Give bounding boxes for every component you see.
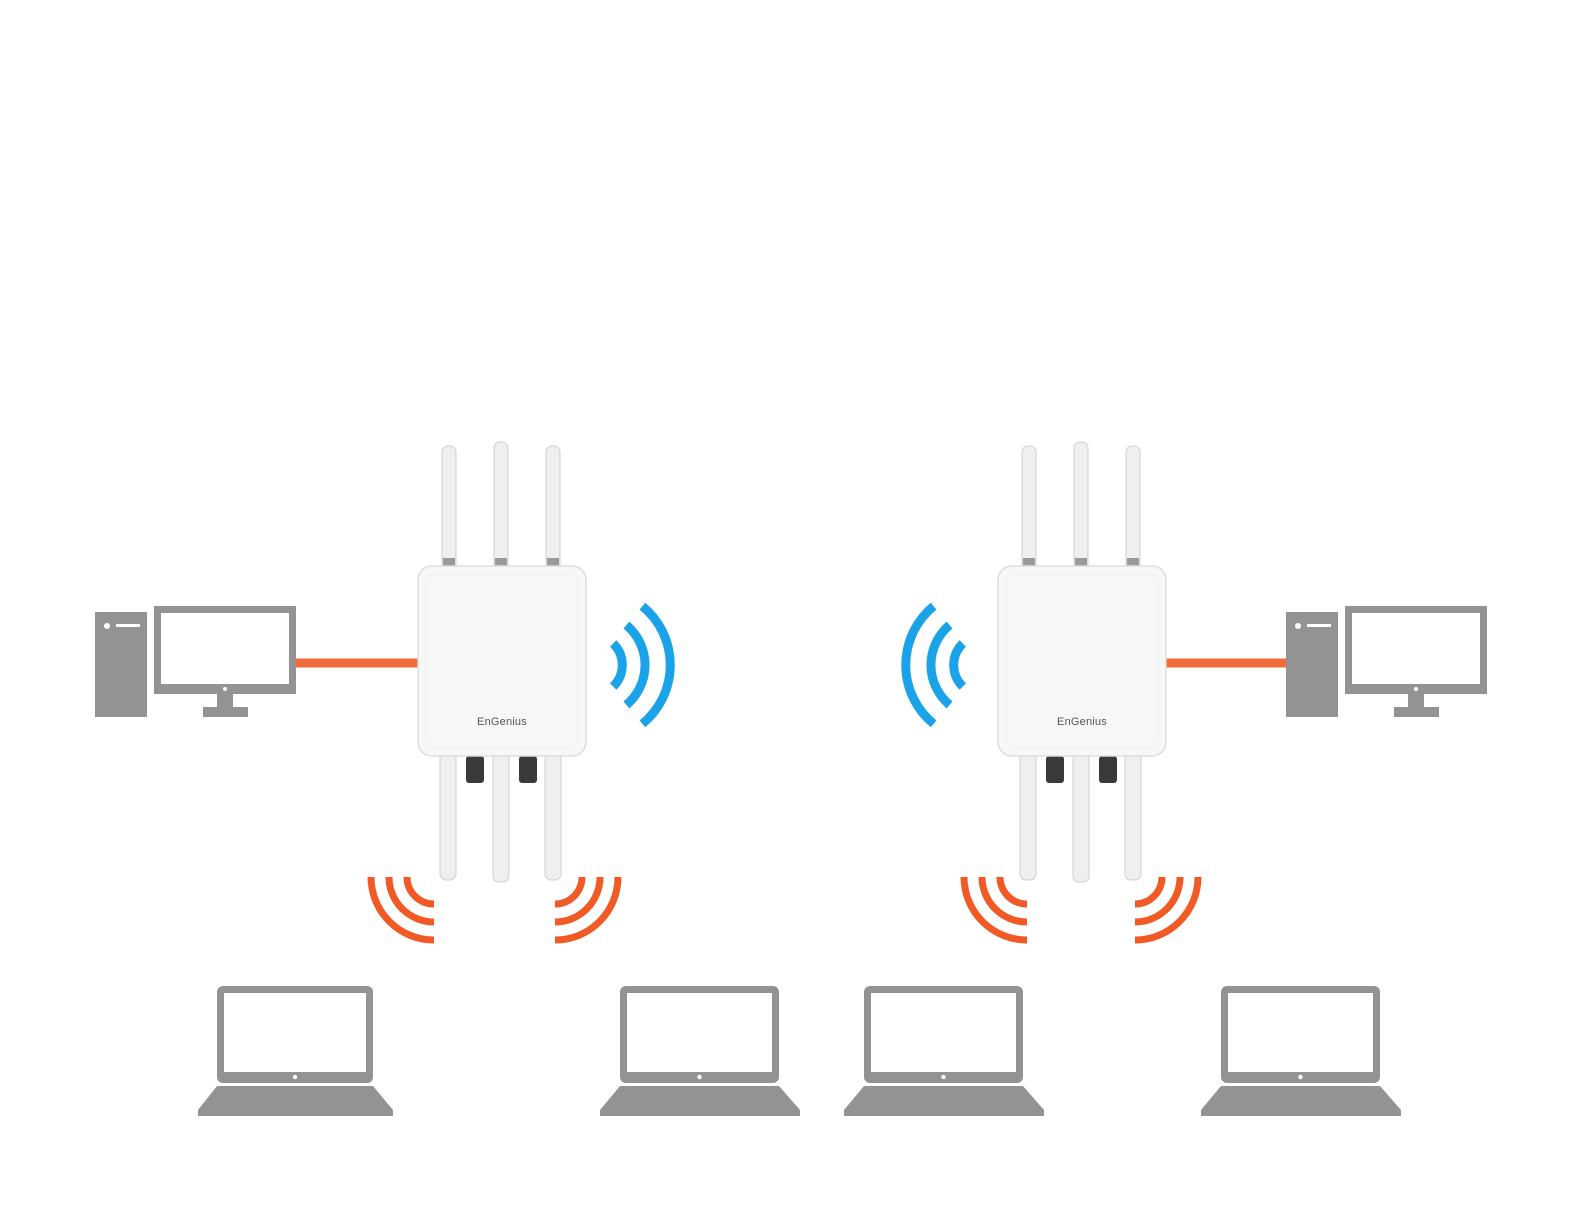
- laptop-2: [600, 986, 800, 1116]
- laptop-icon: [844, 986, 1044, 1116]
- access-point-brand-label: EnGenius: [1057, 716, 1107, 728]
- laptop-icon: [1201, 986, 1401, 1116]
- laptop-icon: [198, 986, 393, 1116]
- laptop-3: [844, 986, 1044, 1116]
- access-point-brand-label: EnGenius: [477, 716, 527, 728]
- laptop-4: [1201, 986, 1401, 1116]
- laptop-1: [198, 986, 393, 1116]
- laptop-icon: [600, 986, 800, 1116]
